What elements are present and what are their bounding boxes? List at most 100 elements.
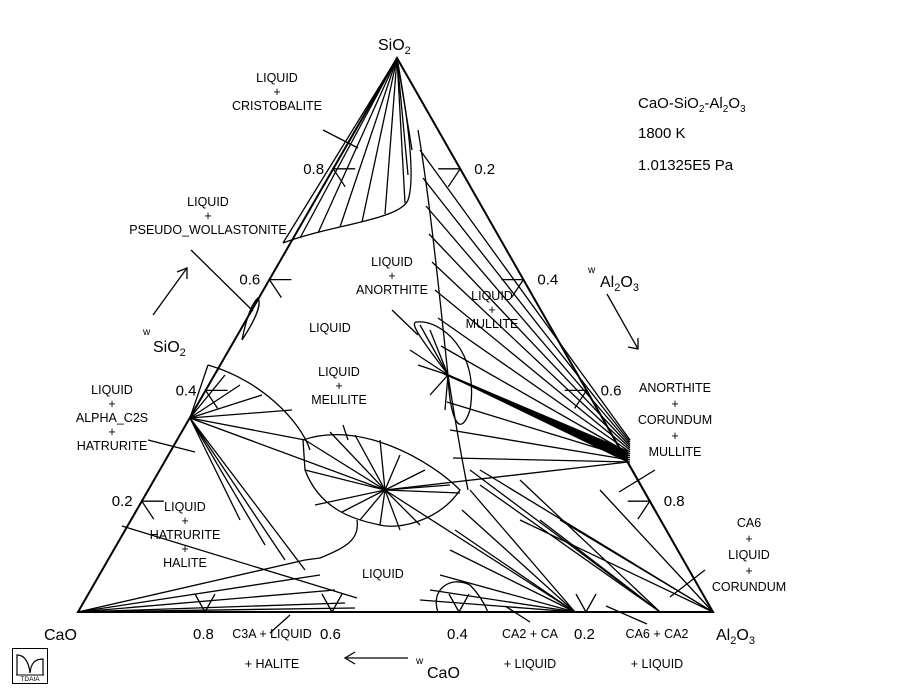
tie-line	[361, 57, 398, 223]
tick-cao	[448, 593, 470, 614]
tick-label-cao: 0.6	[320, 626, 341, 643]
tie-line	[417, 364, 449, 376]
tick-label-sio2: 0.8	[303, 161, 324, 178]
tie-line	[419, 149, 631, 441]
tie-line	[77, 607, 356, 613]
tie-line	[461, 509, 576, 613]
axis-sio2: w SiO2	[142, 267, 188, 359]
tie-line	[519, 519, 714, 613]
phase-region-label: LIQUID	[362, 567, 404, 581]
phase-region-label: + HALITE	[245, 657, 300, 671]
system-title: CaO-SiO2-Al2O3	[638, 95, 746, 115]
tie-line	[384, 489, 401, 531]
axis-cao-prefix: w	[415, 656, 424, 667]
tie-line	[189, 417, 241, 521]
leader-anorthite	[391, 309, 419, 336]
tie-line	[449, 429, 631, 461]
phase-region-label: MELILITE	[311, 393, 367, 407]
tie-line	[396, 57, 413, 151]
tie-line	[189, 417, 386, 491]
phase-region-labels: LIQUID+CRISTOBALITELIQUID+PSEUDO_WOLLAST…	[76, 71, 786, 671]
tie-line	[627, 461, 714, 613]
tick-label-sio2: 0.6	[239, 272, 260, 289]
leader-anorthite-corundum	[618, 469, 656, 493]
phase-region-label: CRISTOBALITE	[232, 99, 322, 113]
phase-region-label: +	[488, 303, 495, 317]
axis-al2o3: w Al2O3	[587, 265, 639, 350]
tick-sio2	[331, 168, 356, 188]
tie-line	[384, 489, 576, 613]
tick-label-al2o3: 0.8	[664, 493, 685, 510]
tie-line	[452, 457, 631, 463]
tick-sio2	[140, 500, 164, 520]
corner-label-al2o3: Al2O3	[716, 627, 755, 647]
tie-line	[384, 454, 401, 491]
tie-line	[599, 489, 714, 613]
tie-line	[479, 484, 661, 613]
phase-region-label: PSEUDO_WOLLASTONITE	[129, 223, 286, 237]
phase-region-label: LIQUID	[471, 289, 513, 303]
tie-line	[282, 57, 398, 244]
tick-cao	[321, 593, 343, 614]
phase-region-label: +	[671, 429, 678, 443]
phase-region-label: LIQUID	[187, 195, 229, 209]
phase-region-label: +	[181, 514, 188, 528]
hatrurite-boundary	[121, 525, 358, 599]
tie-line	[189, 374, 226, 419]
phase-region-label: CA2 + CA	[502, 627, 559, 641]
tick-label-al2o3: 0.4	[537, 272, 558, 289]
leader-ca2-ca	[504, 605, 531, 623]
tie-line	[77, 589, 336, 613]
leader-lines	[147, 129, 706, 634]
tie-line	[77, 574, 321, 613]
phase-region-label: + LIQUID	[504, 657, 556, 671]
tie-line	[384, 489, 461, 494]
tie-line	[379, 439, 386, 491]
tick-label-cao: 0.4	[447, 626, 468, 643]
pseudo-wollastonite-lens	[241, 296, 260, 341]
tie-line	[440, 345, 631, 455]
phase-region-label: CA6	[737, 516, 761, 530]
tick-al2o3	[501, 278, 525, 298]
phase-region-label: CORUNDUM	[712, 580, 786, 594]
logo-text: TDAIA	[20, 676, 40, 683]
lower-liquid-boundary	[304, 519, 358, 561]
leader-melilite	[342, 424, 349, 441]
mullite-boundary	[417, 129, 469, 491]
pressure-label: 1.01325E5 Pa	[638, 157, 734, 174]
tie-line	[384, 469, 426, 491]
tie-line	[77, 602, 346, 613]
tie-line	[77, 559, 306, 613]
tick-al2o3	[627, 500, 652, 520]
tie-line	[379, 489, 386, 526]
axis-cao: w CaO	[343, 651, 460, 682]
tick-label-sio2: 0.2	[112, 493, 133, 510]
tick-cao	[194, 593, 216, 614]
leader-wollastonite	[190, 249, 254, 312]
melilite-lens	[302, 434, 461, 527]
phase-region-label: MULLITE	[649, 445, 702, 459]
tie-line	[299, 57, 398, 239]
tie-line	[189, 417, 286, 561]
phase-region-label: +	[388, 269, 395, 283]
phase-region-label: CORUNDUM	[638, 413, 712, 427]
phase-region-label: LIQUID	[256, 71, 298, 85]
tie-line	[425, 205, 631, 445]
axis-sio2-prefix: w	[142, 327, 151, 338]
phase-region-label: LIQUID	[371, 255, 413, 269]
tick-label-al2o3: 0.2	[474, 161, 495, 178]
tie-lines	[77, 57, 714, 613]
tick-label-sio2: 0.4	[176, 382, 197, 399]
tdaia-logo-icon: TDAIA	[16, 654, 44, 683]
tick-sio2	[268, 278, 292, 298]
tie-line	[428, 233, 631, 447]
tie-line	[189, 364, 209, 419]
tie-line	[354, 434, 386, 491]
arrowhead-cao-icon	[343, 651, 356, 665]
tie-line	[189, 384, 241, 419]
tie-line	[317, 57, 398, 234]
anorthite-lens	[413, 321, 473, 425]
ternary-frame	[76, 55, 715, 613]
phase-region-label: + LIQUID	[631, 657, 683, 671]
phase-region-label: +	[745, 564, 752, 578]
